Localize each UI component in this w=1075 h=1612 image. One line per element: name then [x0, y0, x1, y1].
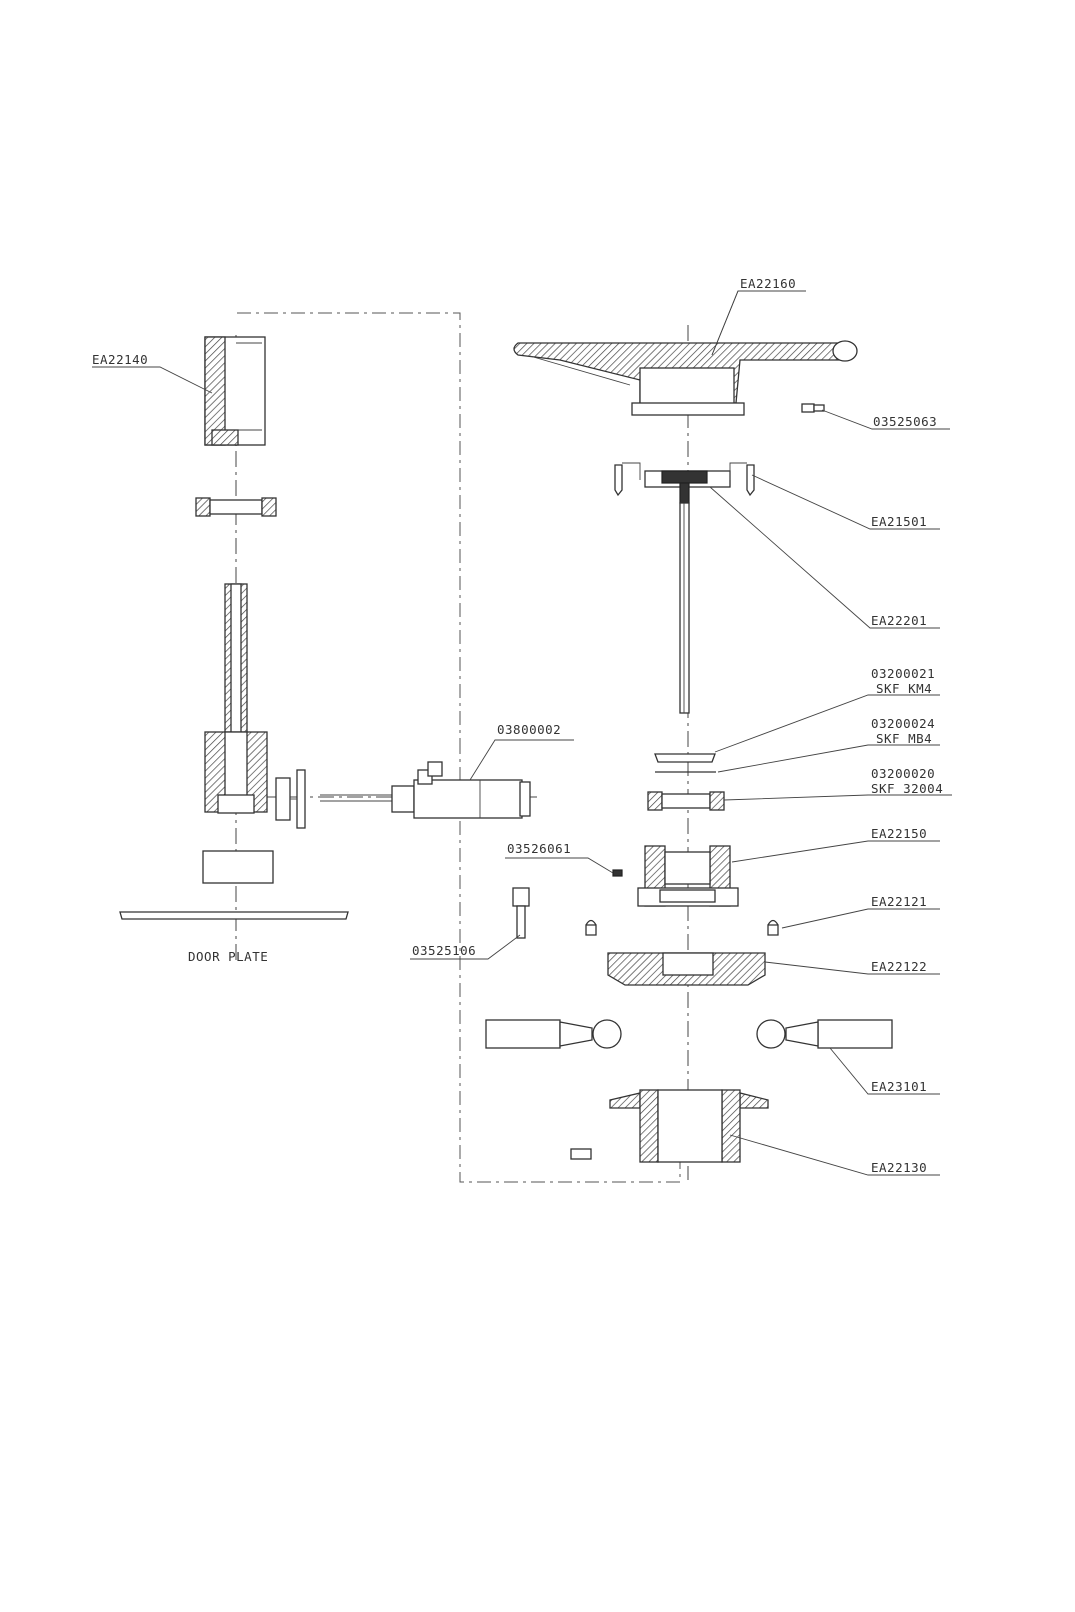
- part-block-left: [202, 850, 274, 884]
- part-ea22150-housing: [637, 845, 739, 907]
- part-ea22160-handwheel: [513, 340, 858, 416]
- part-bearing-ring-left: [195, 497, 277, 517]
- label-ea21501: EA21501: [871, 514, 927, 529]
- label-03800002: 03800002: [497, 722, 561, 737]
- label-03200024: 03200024: [871, 716, 935, 731]
- part-03526061-pin: [612, 869, 623, 877]
- part-03800002-cylinder: [320, 761, 531, 819]
- part-ea22201-shaft-flange: [644, 470, 731, 714]
- part-nut-washer-left: [275, 769, 306, 829]
- label-skf-km4: SKF KM4: [876, 681, 932, 696]
- label-ea22201: EA22201: [871, 613, 927, 628]
- label-ea23101: EA23101: [871, 1079, 927, 1094]
- label-ea22140: EA22140: [92, 352, 148, 367]
- part-ea22121-keys: [585, 919, 779, 936]
- label-03200020: 03200020: [871, 766, 935, 781]
- label-ea22150: EA22150: [871, 826, 927, 841]
- part-ea22130-hub: [609, 1089, 769, 1163]
- part-shaft-left: [204, 583, 268, 814]
- part-03525106-bolt: [512, 887, 530, 939]
- part-03525063-screw: [801, 403, 825, 413]
- group-boundary-box: [237, 312, 681, 1183]
- part-03200020-bearing: [647, 791, 725, 811]
- label-03526061: 03526061: [507, 841, 571, 856]
- label-ea22121: EA22121: [871, 894, 927, 909]
- label-ea22130: EA22130: [871, 1160, 927, 1175]
- label-03200021: 03200021: [871, 666, 935, 681]
- door-plate-shape: [119, 911, 349, 920]
- label-03525063: 03525063: [873, 414, 937, 429]
- part-ea22122-base-ring: [607, 952, 766, 986]
- label-ea22160: EA22160: [740, 276, 796, 291]
- part-ea21501-pins: [614, 462, 755, 497]
- part-ea23101-handles: [485, 1019, 893, 1049]
- label-door-plate: DOOR PLATE: [188, 949, 268, 964]
- label-03525106: 03525106: [412, 943, 476, 958]
- part-ea22140-sleeve: [204, 336, 266, 446]
- part-03200021-locknut: [654, 753, 716, 763]
- label-skf-mb4: SKF MB4: [876, 731, 932, 746]
- part-small-key-bottom: [570, 1148, 592, 1160]
- leader-lines: [92, 290, 952, 1176]
- label-ea22122: EA22122: [871, 959, 927, 974]
- label-skf-32004: SKF 32004: [871, 781, 943, 796]
